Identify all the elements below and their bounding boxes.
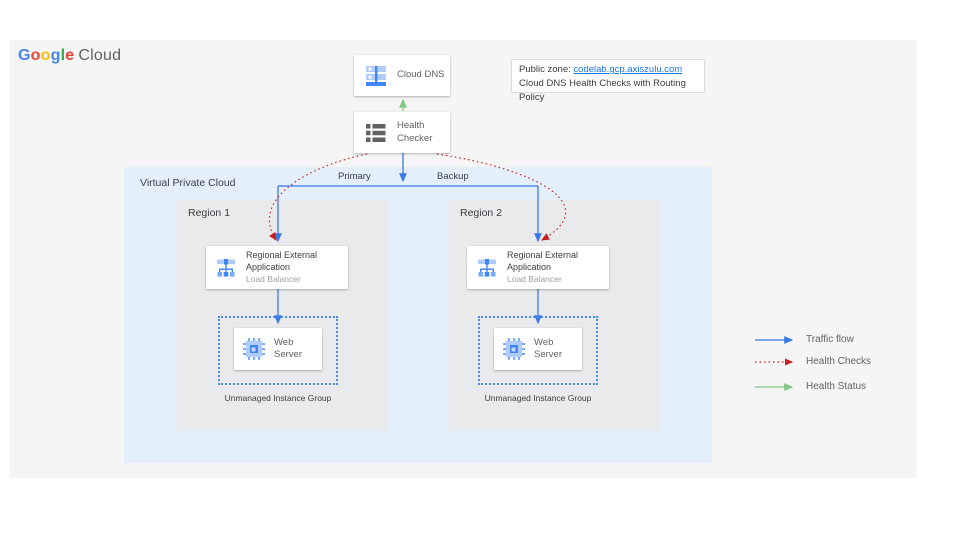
logo-cloud-text: Cloud [78,47,122,64]
logo-letter: o [30,47,41,64]
vpc-label: Virtual Private Cloud [140,177,236,189]
health-checker-node: Health Checker [354,112,450,153]
cloud-dns-node: Cloud DNS [354,55,450,96]
cloud-dns-icon [366,65,386,86]
health-checker-label: Health Checker [397,120,433,144]
logo-letter: g [50,47,61,64]
logo-letter: e [65,47,75,64]
public-zone-line: Public zone: codelab.gcp.axiszulu.com [519,63,697,77]
logo-letter: o [40,47,51,64]
load-balancer-icon [478,258,496,277]
cloud-dns-label: Cloud DNS [397,69,445,81]
public-zone-note: Public zone: codelab.gcp.axiszulu.com Cl… [511,59,705,103]
logo-letter: l [60,47,66,64]
load-balancer-name: Regional External Application [246,250,318,272]
public-zone-link[interactable]: codelab.gcp.axiszulu.com [573,64,683,75]
legend-health-checks-label: Health Checks [806,356,872,367]
region-1-instance-group-label: Unmanaged Instance Group [224,393,332,403]
load-balancer-type: Load Balancer [507,273,562,284]
web-server-label: Web Server [274,336,302,360]
primary-edge-label: Primary [338,171,371,182]
web-server-label: Web Server [534,336,562,360]
public-zone-subtitle: Cloud DNS Health Checks with Routing Pol… [519,77,686,103]
web-server-icon [243,338,265,360]
vpc-container: Virtual Private Cloud Region 1 Region 2 [124,167,712,463]
region-1-web-server-node: Web Server [234,328,322,370]
region-1-load-balancer-node: Regional External Application Load Balan… [206,246,348,289]
web-server-icon [503,338,525,360]
load-balancer-name: Regional External Application [507,250,579,272]
legend-traffic-flow-label: Traffic flow [806,334,854,345]
region-2-label: Region 2 [460,207,503,219]
load-balancer-icon [217,258,235,277]
logo-letter: G [18,47,31,64]
region-2-web-server-node: Web Server [494,328,582,370]
region-2-instance-group-label: Unmanaged Instance Group [484,393,592,403]
public-zone-prefix: Public zone: [519,64,574,75]
backup-edge-label: Backup [437,171,469,182]
region-2-load-balancer-node: Regional External Application Load Balan… [467,246,609,289]
health-checker-icon [366,123,386,142]
load-balancer-type: Load Balancer [246,273,301,284]
region-1-label: Region 1 [188,207,231,219]
legend-health-status-label: Health Status [806,381,867,392]
